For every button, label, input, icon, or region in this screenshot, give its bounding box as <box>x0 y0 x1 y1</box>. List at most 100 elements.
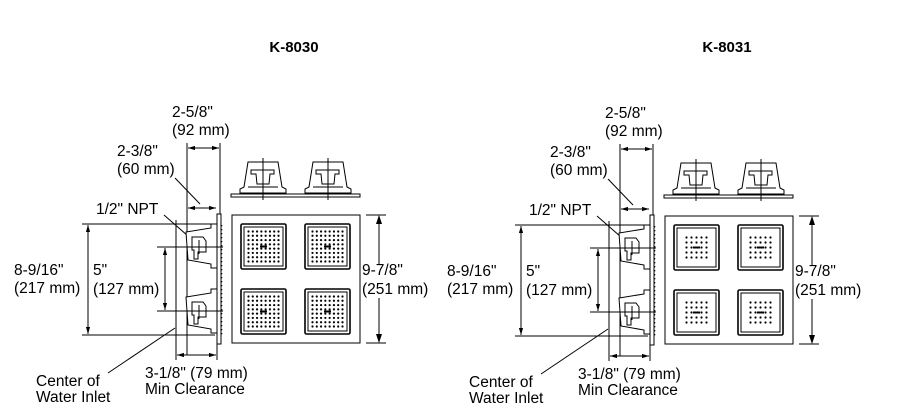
nozzle-dot <box>690 321 693 324</box>
nozzle-dot <box>251 230 254 233</box>
nozzle-dot <box>251 312 254 315</box>
nozzle-dot <box>332 303 336 307</box>
nozzle-dot <box>332 325 336 328</box>
nozzle-dot <box>759 301 762 304</box>
depth-overall-label: 2-5/8" <box>172 104 213 121</box>
nozzle-dot <box>311 243 314 246</box>
spray-panel-2 <box>737 224 784 271</box>
nozzle-dot <box>769 316 772 319</box>
nozzle-dot <box>337 312 340 315</box>
drawing-k-8031: 2-5/8"(92 mm)2-3/8"(60 mm)1/2" NPT8-9/16… <box>447 105 861 407</box>
plate-dot <box>221 261 223 263</box>
inlet-height-mm-label: (217 mm) <box>14 280 80 297</box>
nozzle-dot <box>260 308 263 311</box>
nozzle-dot <box>311 308 314 311</box>
nozzle-dot <box>273 247 276 250</box>
nozzle-dot <box>695 241 698 244</box>
plate-dot <box>221 289 223 291</box>
nozzle-dot <box>759 321 762 324</box>
nozzle-dot <box>324 230 327 233</box>
nozzle-dot <box>759 251 762 254</box>
nozzle-dot <box>277 295 280 298</box>
depth-body-mm-label: (60 mm) <box>117 161 175 178</box>
inlet-fitting <box>624 302 640 326</box>
nozzle-dot <box>311 312 314 315</box>
nozzle-dot <box>264 299 267 302</box>
spray-panel-inner <box>740 227 781 268</box>
nozzle-dot <box>273 256 276 259</box>
nozzle-dot <box>749 241 752 244</box>
nozzle-dot <box>273 325 276 328</box>
nozzle-dot <box>324 303 327 307</box>
spray-panel-2 <box>304 223 351 270</box>
top-view-fitting <box>683 170 708 186</box>
nozzle-dot <box>332 238 336 242</box>
plate-dot <box>654 290 656 292</box>
nozzle-dot <box>260 260 263 263</box>
nozzle-dot <box>332 295 336 298</box>
nozzle-dot <box>311 234 314 237</box>
nozzle-dot <box>324 295 327 298</box>
nozzle-dot <box>705 321 708 324</box>
nozzle-dot <box>247 251 250 255</box>
center-dash <box>324 310 331 313</box>
nozzle-dot <box>277 256 280 259</box>
nozzle-dot <box>332 251 336 255</box>
nozzle-dot <box>273 303 276 307</box>
nozzle-dot <box>264 247 267 250</box>
nozzle-dot <box>247 247 250 250</box>
plate-dot <box>221 225 223 227</box>
nozzle-dot <box>277 230 280 233</box>
nozzle-dot <box>769 241 772 244</box>
nozzle-dot <box>759 316 762 319</box>
nozzle-dot <box>311 321 314 324</box>
nozzle-dot <box>255 256 259 259</box>
plate-dot <box>221 245 223 247</box>
nozzle-dot <box>255 321 259 324</box>
spray-panel-inner <box>243 291 284 332</box>
nozzle-dot <box>341 251 344 255</box>
nozzle-dot <box>754 256 757 259</box>
nozzle-dot <box>764 241 767 244</box>
plate-dot <box>654 322 656 324</box>
nozzle-dot <box>268 247 272 250</box>
nozzle-dot <box>324 247 327 250</box>
nozzle-dot <box>341 238 344 242</box>
nozzle-dot <box>337 256 340 259</box>
nozzle-dot <box>328 295 331 298</box>
nozzle-dot <box>247 308 250 311</box>
plate-dot <box>221 325 223 327</box>
nozzle-dot <box>319 256 323 259</box>
plate-dot <box>654 282 656 284</box>
inlet-center-leader <box>540 328 609 375</box>
nozzle-dot <box>255 295 259 298</box>
nozzle-dot <box>273 321 276 324</box>
inlet-center-label: Center of <box>469 374 533 391</box>
plate-dot <box>654 258 656 260</box>
nozzle-dot <box>749 251 752 254</box>
nozzle-dot <box>264 303 267 307</box>
top-view-fitting <box>250 169 275 185</box>
mount-plate <box>216 213 222 345</box>
nozzle-dot <box>251 316 254 320</box>
nozzle-dot <box>268 308 272 311</box>
plate-dot <box>221 269 223 271</box>
nozzle-dot <box>764 311 767 314</box>
nozzle-dot <box>260 316 263 320</box>
nozzle-dot <box>260 247 263 250</box>
nozzle-dot <box>754 321 757 324</box>
clearance-label: 3-1/8" (79 mm) <box>578 366 681 383</box>
nozzle-dot <box>319 247 323 250</box>
nozzle-dot <box>700 321 703 324</box>
nozzle-dot <box>277 316 280 320</box>
nozzle-dot <box>324 308 327 311</box>
nozzle-dot <box>251 234 254 237</box>
nozzle-dot <box>255 230 259 233</box>
inlet-spacing-label: 5" <box>526 263 540 280</box>
plate-dot <box>221 321 223 323</box>
nozzle-dot <box>264 316 267 320</box>
nozzle-dot <box>324 251 327 255</box>
nozzle-dot <box>268 321 272 324</box>
nozzle-dot <box>341 308 344 311</box>
nozzle-dot <box>247 256 250 259</box>
